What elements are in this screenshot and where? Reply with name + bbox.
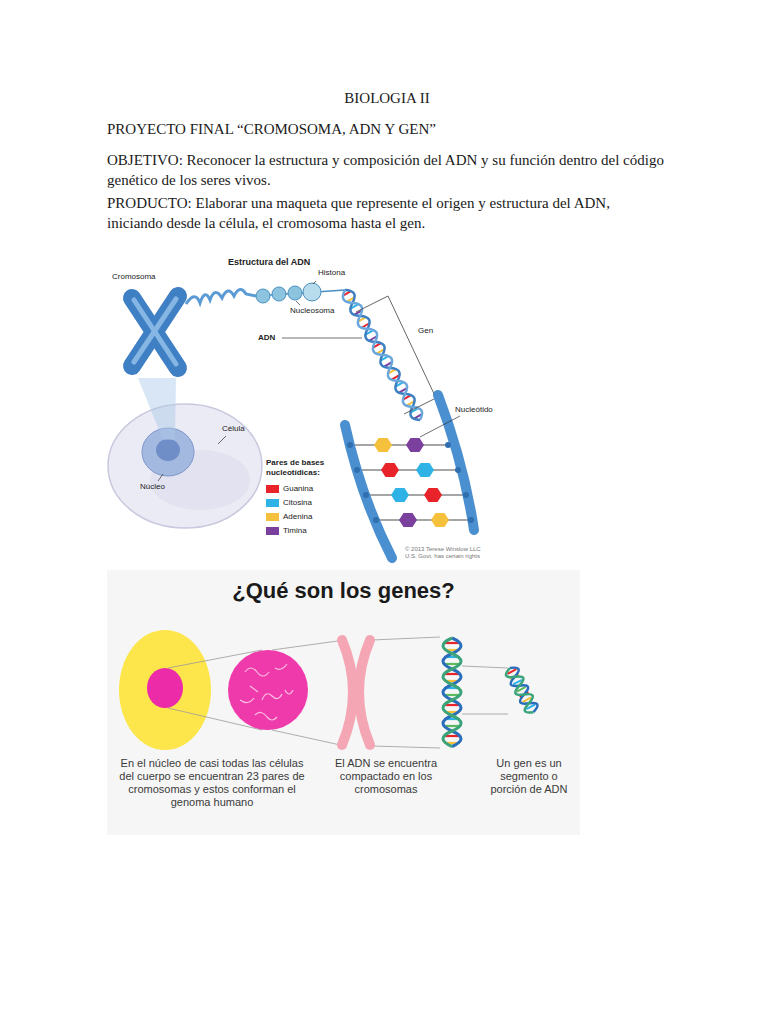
legend-heading: Pares de bases nucleotídicas:: [266, 458, 338, 478]
part-label: Célula: [222, 424, 245, 434]
legend-swatch: [266, 485, 279, 493]
legend-swatch: [266, 513, 279, 521]
product-text: PRODUCTO: Elaborar una maqueta que repre…: [107, 193, 667, 233]
genes-figure: [107, 570, 580, 835]
legend-text: Guanina: [283, 484, 313, 494]
legend-text: Citosina: [283, 498, 312, 508]
figure-caption: En el núcleo de casi todas las células d…: [112, 757, 312, 809]
part-label: Histona: [318, 268, 345, 278]
project-heading: PROYECTO FINAL “CROMOSOMA, ADN Y GEN”: [107, 119, 687, 139]
figure-title: ¿Qué son los genes?: [107, 578, 580, 604]
part-label: Gen: [418, 326, 433, 336]
legend-text: Adenina: [283, 512, 312, 522]
part-label: Nucleosoma: [290, 306, 334, 316]
figure-caption: Un gen es un segmento o porción de ADN: [489, 757, 569, 796]
page-title: BIOLOGIA II: [107, 88, 667, 108]
copyright-note: © 2013 Terese Winslow LLC U.S. Govt. has…: [405, 546, 483, 560]
part-label: Núcleo: [140, 482, 165, 492]
legend-text: Timina: [283, 526, 307, 536]
legend-swatch: [266, 527, 279, 535]
part-label: ADN: [258, 333, 275, 343]
part-label: Nucleótido: [455, 405, 493, 415]
objective-text: OBJETIVO: Reconocer la estructura y comp…: [107, 150, 667, 190]
part-label: Cromosoma: [112, 272, 156, 282]
figure-title: Estructura del ADN: [228, 257, 310, 267]
legend-swatch: [266, 499, 279, 507]
dna-structure-figure: [108, 281, 474, 558]
figure-caption: El ADN se encuentra compactado en los cr…: [316, 757, 456, 796]
